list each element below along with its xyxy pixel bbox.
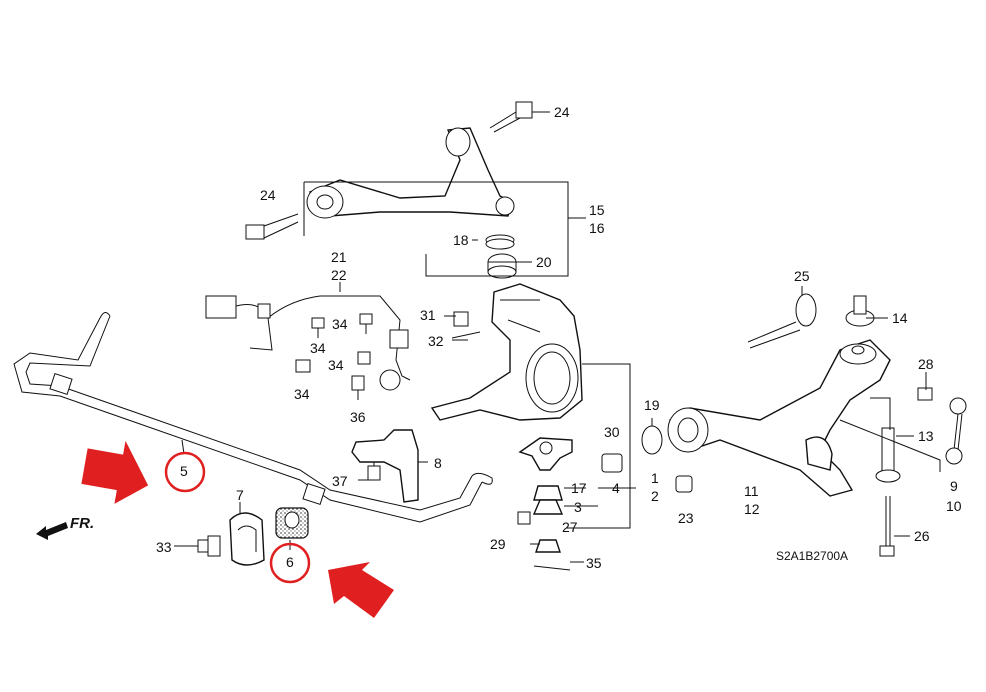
callout-23: 23 (678, 510, 694, 526)
upper-arm (245, 101, 533, 240)
callout-27: 27 (562, 519, 578, 535)
callout-24-top: 24 (554, 104, 570, 120)
callout-25: 25 (794, 268, 810, 284)
callout-32: 32 (428, 333, 444, 349)
callout-34-b: 34 (310, 340, 326, 356)
ball-joint (517, 437, 573, 571)
callout-1: 1 (651, 470, 659, 486)
callout-30: 30 (604, 424, 620, 440)
callout-31: 31 (420, 307, 436, 323)
steering-knuckle (430, 283, 583, 421)
bolt-25 (747, 293, 817, 349)
highlight-circle-5 (164, 451, 206, 493)
callout-19: 19 (644, 397, 660, 413)
callout-34-c: 34 (328, 357, 344, 373)
callout-7: 7 (236, 487, 244, 503)
callout-35: 35 (586, 555, 602, 571)
bushing-and-holder (197, 507, 309, 566)
bolts-34-36-37 (295, 311, 481, 481)
front-direction-indicator: FR. (36, 515, 94, 540)
callout-2: 2 (651, 488, 659, 504)
red-arrow-left (81, 440, 149, 504)
callout-24-left: 24 (260, 187, 276, 203)
diagram-code: S2A1B2700A (776, 549, 848, 563)
callout-28: 28 (918, 356, 934, 372)
callout-22: 22 (331, 267, 347, 283)
callout-5: 5 (180, 463, 188, 479)
red-arrow-right (328, 562, 394, 618)
callout-labels: 24 24 15 16 18 20 21 22 31 32 34 34 34 3… (156, 104, 962, 571)
callout-8: 8 (434, 455, 442, 471)
callout-20: 20 (536, 254, 552, 270)
stabilizer-bar (13, 312, 493, 523)
lower-arm (667, 339, 891, 497)
bolt-13-26 (875, 427, 901, 557)
washer-18-bushing-20 (485, 234, 517, 279)
bracket-8 (351, 429, 419, 503)
callout-17: 17 (571, 480, 587, 496)
callout-33: 33 (156, 539, 172, 555)
callout-34-a: 34 (332, 316, 348, 332)
stabilizer-link (917, 387, 967, 465)
callout-6: 6 (286, 554, 294, 570)
bushings-23-30 (601, 453, 693, 493)
callout-15: 15 (589, 202, 605, 218)
wire-harness (205, 295, 411, 391)
callout-10: 10 (946, 498, 962, 514)
part-19 (641, 425, 663, 455)
callout-37: 37 (332, 473, 348, 489)
highlight-circle-6 (269, 542, 311, 584)
part-14 (845, 295, 875, 327)
callout-34-d: 34 (294, 386, 310, 402)
callout-11: 11 (744, 483, 759, 499)
callout-21: 21 (331, 249, 347, 265)
callout-3: 3 (574, 499, 582, 515)
callout-26: 26 (914, 528, 930, 544)
callout-18: 18 (453, 232, 469, 248)
front-label: FR. (70, 515, 94, 532)
callout-12: 12 (744, 501, 760, 517)
callout-13: 13 (918, 428, 934, 444)
callout-29: 29 (490, 536, 506, 552)
callout-36: 36 (350, 409, 366, 425)
callout-9: 9 (950, 478, 958, 494)
callout-4: 4 (612, 480, 620, 496)
callout-16: 16 (589, 220, 605, 236)
callout-14: 14 (892, 310, 908, 326)
leader-lines (174, 111, 941, 563)
